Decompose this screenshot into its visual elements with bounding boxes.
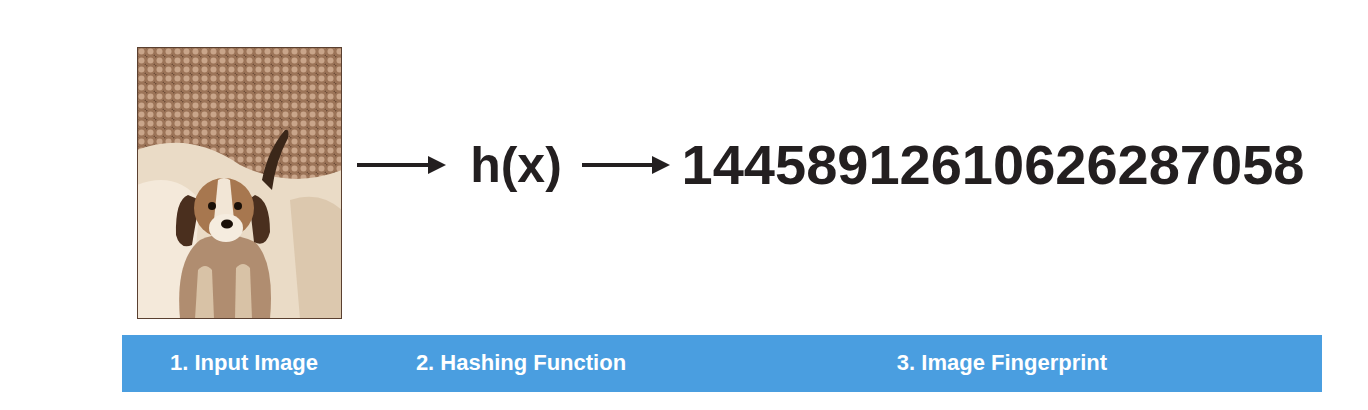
fingerprint-value: 14458912610626287058 [682,137,1305,193]
step-label: 1. Input Image [170,351,318,375]
step-label: 2. Hashing Function [416,351,626,375]
flow-arrow [582,156,670,174]
dog-photo [137,47,342,319]
step-label: 3. Image Fingerprint [897,351,1107,375]
flow-arrow [357,156,446,174]
caption-band: 1. Input Image 2. Hashing Function 3. Imag… [122,335,1322,392]
function-label: h(x) [470,140,562,190]
